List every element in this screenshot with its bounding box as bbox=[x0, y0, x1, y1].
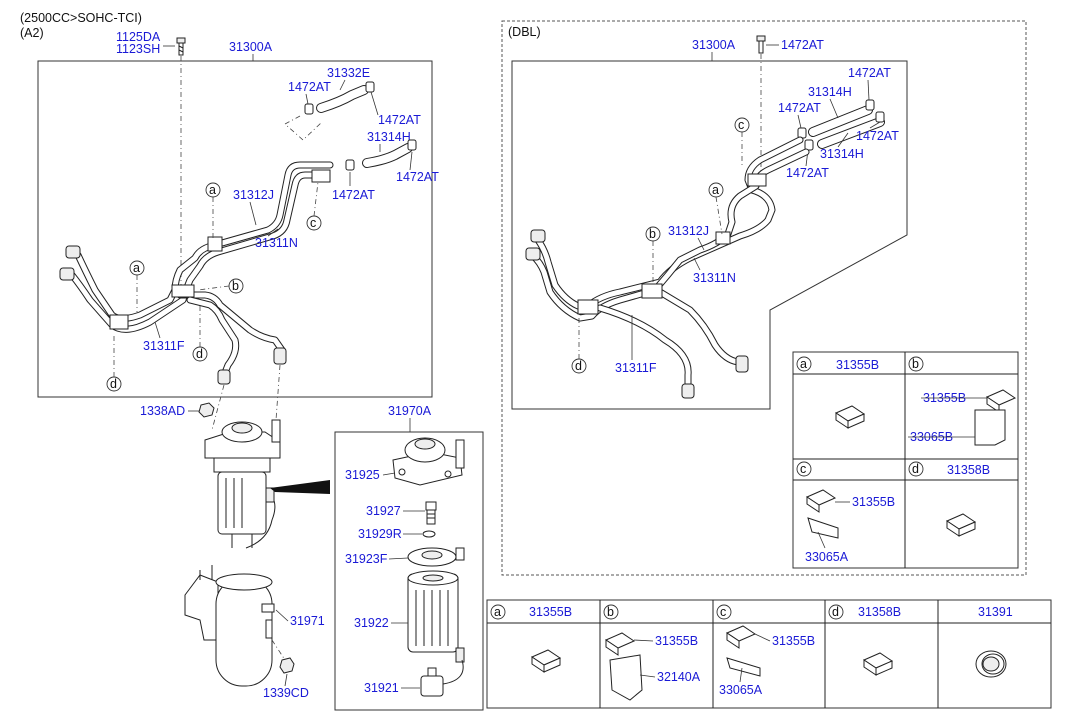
nut-label[interactable]: 1338AD bbox=[140, 404, 185, 418]
hose-mid-label[interactable]: 31314H bbox=[367, 130, 411, 144]
svg-text:d: d bbox=[832, 605, 839, 619]
dbl-pipe-f-label[interactable]: 31311F bbox=[615, 361, 657, 375]
bottom-table-b1-label[interactable]: 31355B bbox=[655, 634, 698, 648]
dbl-clamp-3-label[interactable]: 1472AT bbox=[856, 129, 899, 143]
dbl-pipe-n-label[interactable]: 31311N bbox=[693, 271, 736, 285]
svg-text:b: b bbox=[607, 605, 614, 619]
dbl-table-d-label[interactable]: 31358B bbox=[947, 463, 990, 477]
dbl-clamp-1-label[interactable]: 1472AT bbox=[848, 66, 891, 80]
oring-illustration bbox=[422, 530, 436, 538]
fitting-illustration bbox=[425, 501, 437, 525]
dbl-table-c2-label[interactable]: 33065A bbox=[805, 550, 849, 564]
pipe-f-label[interactable]: 31311F bbox=[143, 339, 185, 353]
bottom-table-e-label[interactable]: 31391 bbox=[978, 605, 1013, 619]
dbl-callout-a: a bbox=[708, 182, 724, 198]
clamp-a-label[interactable]: 1472AT bbox=[288, 80, 331, 94]
svg-text:d: d bbox=[110, 377, 117, 391]
variant-label: (A2) bbox=[20, 26, 44, 40]
bottom-table-a-label[interactable]: 31355B bbox=[529, 605, 572, 619]
cartridge-illustration bbox=[407, 570, 465, 663]
svg-text:a: a bbox=[800, 357, 807, 371]
svg-text:a: a bbox=[712, 183, 719, 197]
left-pipe-bundle bbox=[59, 161, 334, 385]
left-assembly-label[interactable]: 31300A bbox=[229, 40, 273, 54]
clip-icon bbox=[805, 389, 1017, 539]
filter-head-label[interactable]: 31925 bbox=[345, 468, 380, 482]
svg-text:b: b bbox=[232, 279, 239, 293]
filter-assembly-label[interactable]: 31970A bbox=[388, 404, 432, 418]
svg-text:c: c bbox=[720, 605, 726, 619]
svg-text:a: a bbox=[133, 261, 140, 275]
dbl-section-frame bbox=[501, 20, 1027, 576]
dbl-hose-1-label[interactable]: 31314H bbox=[808, 85, 852, 99]
dbl-bolt-label[interactable]: 1472AT bbox=[781, 38, 824, 52]
svg-text:a: a bbox=[494, 605, 501, 619]
svg-text:a: a bbox=[209, 183, 216, 197]
filter-bracket-illustration bbox=[184, 565, 295, 687]
clamp-c-label[interactable]: 1472AT bbox=[396, 170, 439, 184]
svg-text:d: d bbox=[575, 359, 582, 373]
bottom-table-d-label[interactable]: 31358B bbox=[858, 605, 901, 619]
dbl-clip-table: a b c d bbox=[792, 351, 1019, 569]
sensor-illustration bbox=[420, 659, 464, 697]
svg-text:b: b bbox=[649, 227, 656, 241]
filter-assembly-frame bbox=[334, 431, 484, 711]
pipe-j-label[interactable]: 31312J bbox=[233, 188, 274, 202]
svg-text:c: c bbox=[310, 216, 316, 230]
svg-text:d: d bbox=[912, 462, 919, 476]
dbl-table-a-label[interactable]: 31355B bbox=[836, 358, 879, 372]
gasket-illustration bbox=[407, 547, 465, 567]
callout-d-mid: d bbox=[192, 346, 208, 362]
pipe-n-label[interactable]: 31311N bbox=[255, 236, 298, 250]
callout-d-left: d bbox=[106, 376, 122, 392]
svg-text:b: b bbox=[912, 357, 919, 371]
bolt-icon bbox=[176, 37, 186, 56]
callout-b-left: b bbox=[228, 278, 244, 294]
dbl-pipe-j-label[interactable]: 31312J bbox=[668, 224, 709, 238]
dbl-hose-2-label[interactable]: 31314H bbox=[820, 147, 864, 161]
dbl-clamp-4-label[interactable]: 1472AT bbox=[786, 166, 829, 180]
svg-text:d: d bbox=[196, 347, 203, 361]
oring-label[interactable]: 31929R bbox=[358, 527, 402, 541]
left-assembly-frame bbox=[37, 60, 433, 398]
bracket-label[interactable]: 31971 bbox=[290, 614, 325, 628]
bottom-clip-icons bbox=[530, 625, 1007, 701]
dbl-clamp-2-label[interactable]: 1472AT bbox=[778, 101, 821, 115]
clamp-b-label[interactable]: 1472AT bbox=[378, 113, 421, 127]
dbl-pipe-bundle bbox=[525, 136, 810, 399]
dbl-section-label: (DBL) bbox=[508, 25, 541, 39]
sensor-label[interactable]: 31921 bbox=[364, 681, 399, 695]
bottom-table-c1-label[interactable]: 31355B bbox=[772, 634, 815, 648]
dbl-callout-d: d bbox=[571, 358, 587, 374]
fuel-filter-illustration bbox=[204, 419, 330, 549]
clamp-d-label[interactable]: 1472AT bbox=[332, 188, 375, 202]
dbl-callout-b: b bbox=[645, 226, 661, 242]
bracket-nut-label[interactable]: 1339CD bbox=[263, 686, 309, 700]
bottom-table-c2-label[interactable]: 33065A bbox=[719, 683, 763, 697]
bottom-table-b2-label[interactable]: 32140A bbox=[657, 670, 701, 684]
nut-icon bbox=[198, 402, 215, 418]
filter-head-illustration bbox=[392, 437, 465, 486]
hose-top-label[interactable]: 31332E bbox=[327, 66, 370, 80]
callout-a-top: a bbox=[205, 182, 221, 198]
bottom-clip-table: a b c d bbox=[486, 599, 1052, 709]
fitting-label[interactable]: 31927 bbox=[366, 504, 401, 518]
cartridge-label[interactable]: 31922 bbox=[354, 616, 389, 630]
clamp-icon bbox=[304, 81, 375, 115]
svg-text:c: c bbox=[800, 462, 806, 476]
callout-a-left: a bbox=[129, 260, 145, 276]
callout-c-left: c bbox=[306, 215, 322, 231]
svg-text:c: c bbox=[738, 118, 744, 132]
engine-label: (2500CC>SOHC-TCI) bbox=[20, 11, 142, 25]
dbl-table-c1-label[interactable]: 31355B bbox=[852, 495, 895, 509]
dbl-assembly-label[interactable]: 31300A bbox=[692, 38, 736, 52]
bolt-label-1125da[interactable]: 1125DA bbox=[116, 30, 161, 44]
bolt-label-1123sh[interactable]: 1123SH bbox=[116, 42, 160, 56]
dbl-callout-c: c bbox=[734, 117, 750, 133]
dbl-assembly-frame bbox=[511, 60, 908, 410]
gasket-label[interactable]: 31923F bbox=[345, 552, 388, 566]
dbl-bolt-icon bbox=[756, 35, 766, 54]
